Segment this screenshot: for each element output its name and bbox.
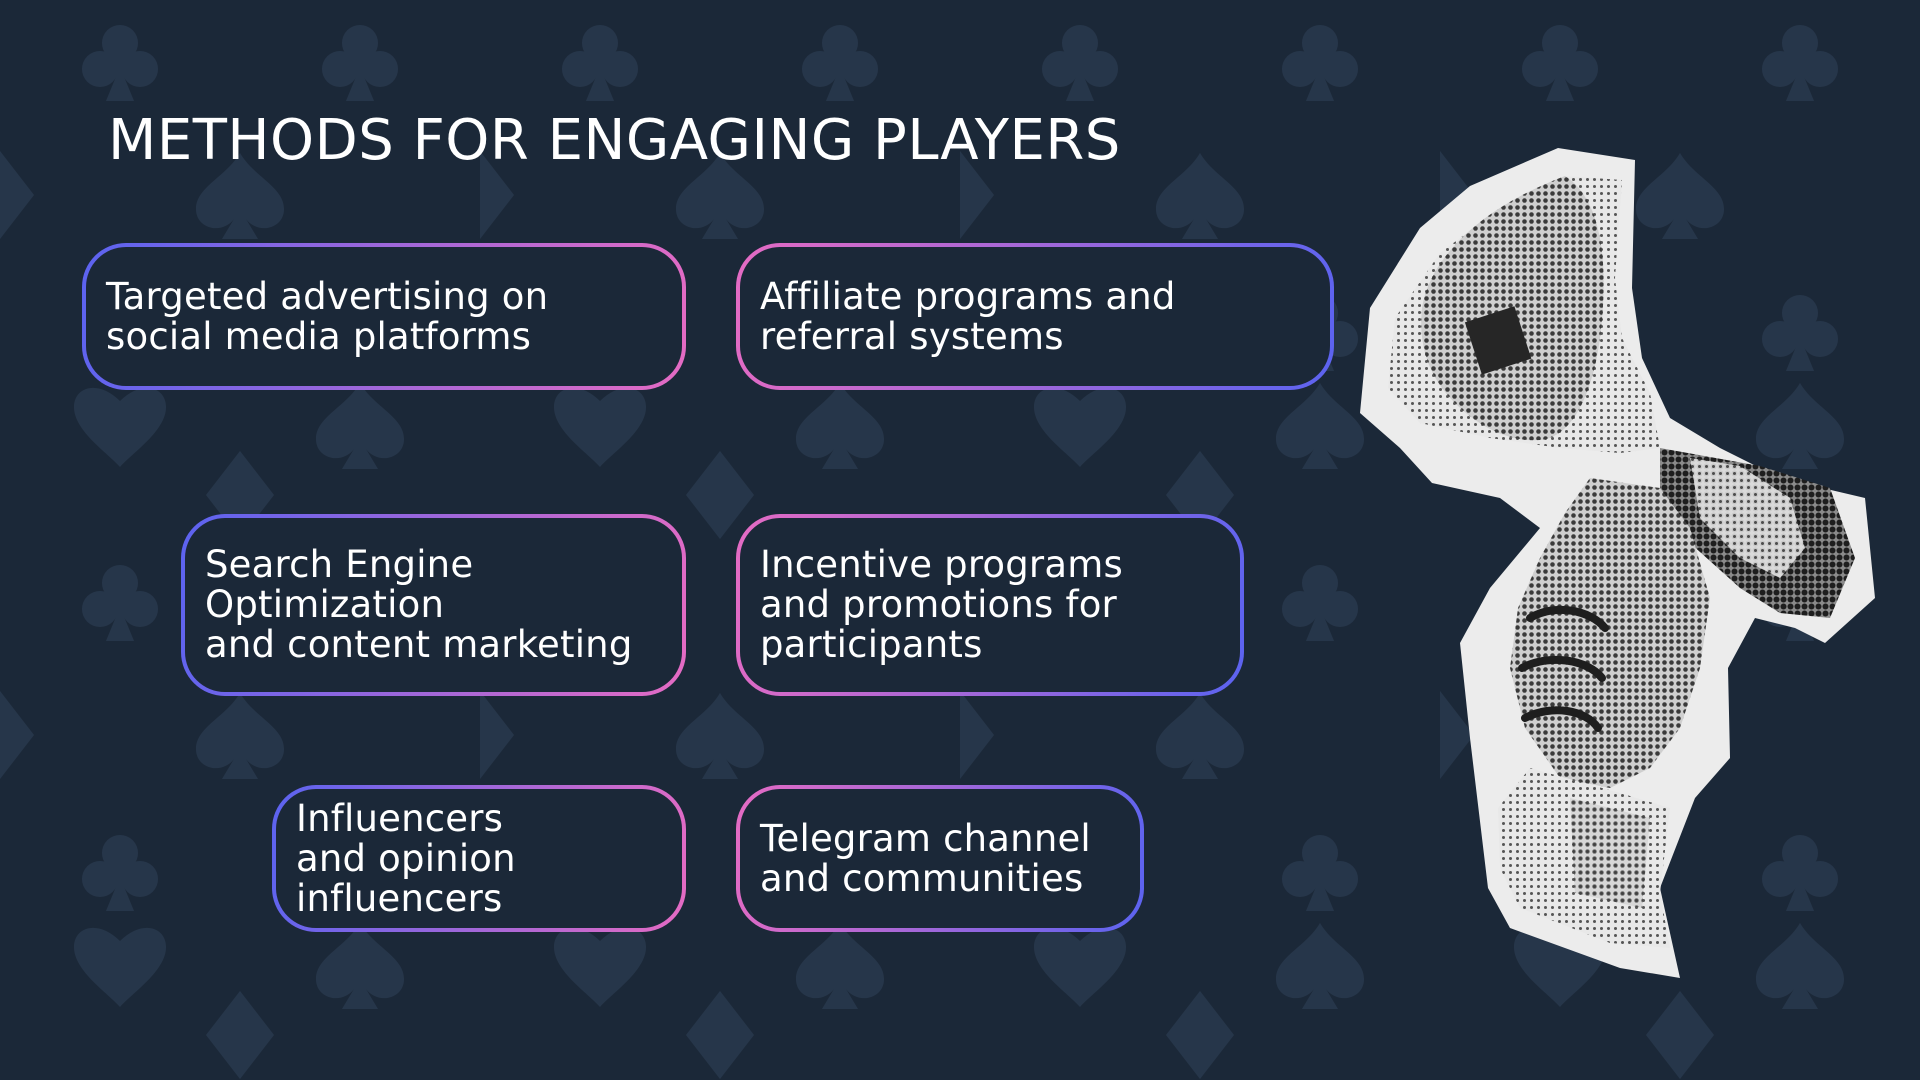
method-card-text: Incentive programs and promotions for pa… <box>760 543 1123 666</box>
method-card-influencers: Influencers and opinion influencers <box>272 785 686 932</box>
method-card-text: Influencers and opinion influencers <box>296 796 516 920</box>
method-card-text: Telegram channel and communities <box>760 816 1091 900</box>
method-card-text: Search Engine Optimization and content m… <box>205 543 633 666</box>
method-card-text: Targeted advertising on social media pla… <box>106 274 549 358</box>
method-card-incentive-programs: Incentive programs and promotions for pa… <box>736 514 1244 696</box>
slide-title: METHODS FOR ENGAGING PLAYERS <box>108 108 1121 173</box>
method-card-seo-content-marketing: Search Engine Optimization and content m… <box>181 514 686 696</box>
method-card-text: Affiliate programs and referral systems <box>760 274 1176 358</box>
method-card-targeted-advertising: Targeted advertising on social media pla… <box>82 243 686 390</box>
megaphone-hand-illustration <box>1360 148 1875 978</box>
method-card-affiliate-programs: Affiliate programs and referral systems <box>736 243 1334 390</box>
method-card-telegram-communities: Telegram channel and communities <box>736 785 1144 932</box>
